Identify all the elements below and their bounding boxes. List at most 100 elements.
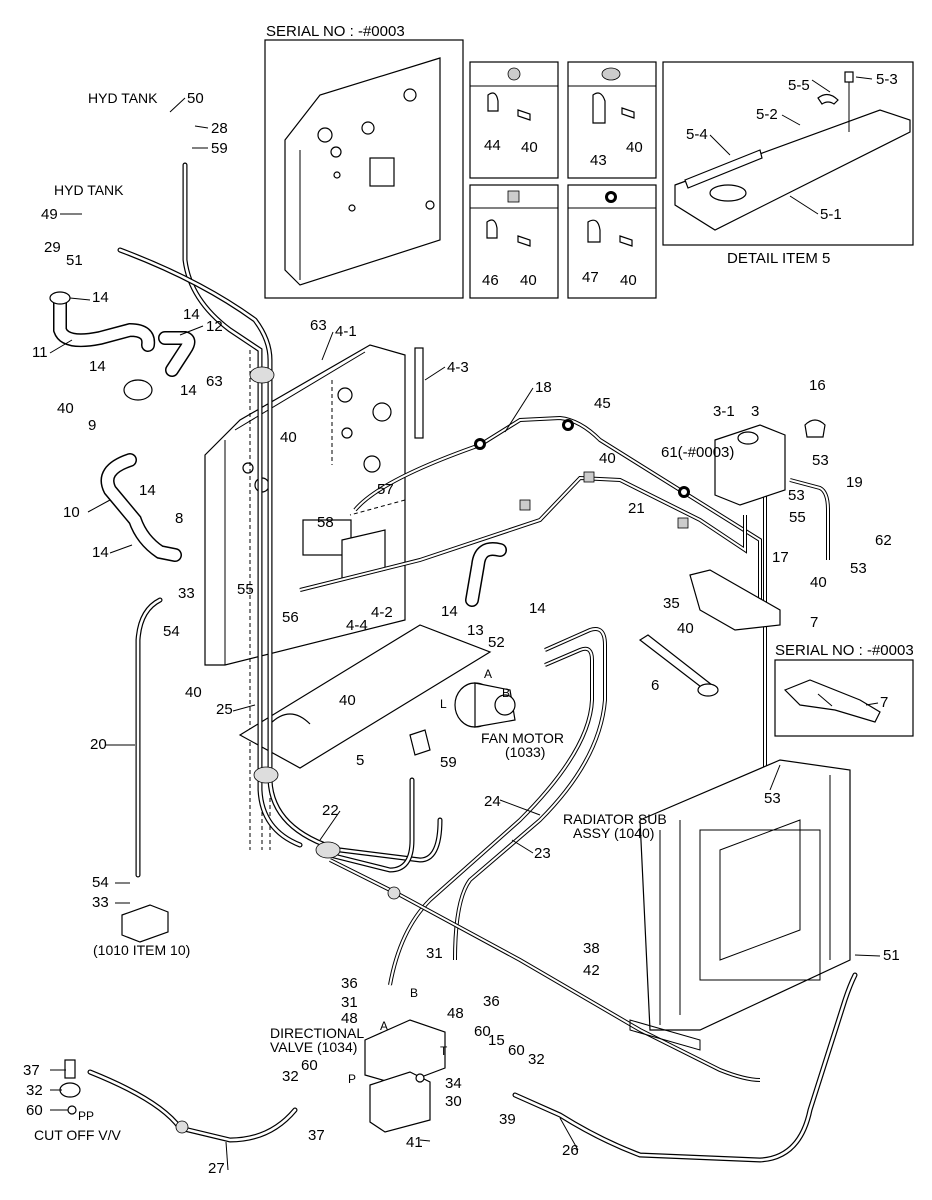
callout-40: 40 [339,692,356,709]
callout-21: 21 [628,500,645,517]
callout-11: 11 [32,344,48,361]
callout-60: 60 [301,1057,318,1074]
callout-40: 40 [810,574,827,591]
bracket-7 [689,569,781,631]
callout-56: 56 [282,609,299,626]
callout-60: 60 [26,1102,43,1119]
callout-14: 14 [441,603,458,620]
callout-9: 9 [88,417,96,434]
callout-45: 45 [594,395,611,412]
callout-14: 14 [183,306,200,323]
ref-1010-label: (1010 ITEM 10) [93,942,190,958]
callout-53: 53 [788,487,805,504]
frame-panel-4-1 [204,344,406,850]
callout-4-3: 4-3 [447,359,469,376]
callout-40: 40 [280,429,297,446]
callout-51: 51 [883,947,900,964]
plate-5 [238,624,492,769]
directional-valve [364,1019,446,1133]
detail-5-2: 5-2 [756,106,778,123]
detail-5-5: 5-5 [788,77,810,94]
callout-34: 34 [445,1075,462,1092]
callout-51: 51 [66,252,83,269]
directional-valve-label-2: VALVE (1034) [270,1039,357,1055]
callout-61: 61(-#0003) [661,444,734,461]
block-1010 [121,904,169,943]
callout-27: 27 [208,1160,225,1177]
callout-22: 22 [322,802,339,819]
callout-10: 10 [63,504,80,521]
fan-motor [409,682,516,756]
callout-24: 24 [484,793,501,810]
hoses [87,162,858,1163]
rubber-hoses [49,291,507,607]
callout-50: 50 [187,90,204,107]
detail-5-1: 5-1 [820,206,842,223]
clamp-4-part: 47 [582,269,599,286]
callout-3: 3 [751,403,759,420]
port-l: L [440,697,447,711]
serial-inset-bottom: SERIAL NO : -#0003 7 [774,642,914,737]
port-a-1: A [484,667,492,681]
callout-33: 33 [178,585,195,602]
callout-59: 59 [211,140,228,157]
callout-63: 63 [310,317,327,334]
callout-31: 31 [341,994,358,1011]
callout-14: 14 [180,382,197,399]
callout-4-2: 4-2 [371,604,393,621]
callout-36: 36 [341,975,358,992]
callout-7: 7 [810,614,818,631]
port-a-2: A [380,1019,388,1033]
callout-42: 42 [583,962,600,979]
callout-12: 12 [206,318,223,335]
callout-31: 31 [426,945,443,962]
hyd-tank-label-2: HYD TANK [54,182,124,198]
callout-48: 48 [341,1010,358,1027]
callout-28: 28 [211,120,228,137]
callout-36: 36 [483,993,500,1010]
callout-39: 39 [499,1111,516,1128]
callout-13: 13 [467,622,484,639]
callout-48: 48 [447,1005,464,1022]
callout-23: 23 [534,845,551,862]
callout-14: 14 [89,358,106,375]
clamp-inset-2: 43 40 [567,61,657,179]
callout-14: 14 [92,289,109,306]
detail-5-3: 5-3 [876,71,898,88]
callout-32: 32 [528,1051,545,1068]
callout-32: 32 [26,1082,43,1099]
clamp-1-bolt: 40 [521,139,538,156]
callout-30: 30 [445,1093,462,1110]
serial-inset-bottom-part: 7 [880,694,888,711]
serial-inset-top-title: SERIAL NO : -#0003 [266,23,405,40]
callout-16: 16 [809,377,826,394]
callout-37: 37 [23,1062,40,1079]
callout-labels: 50 28 59 49 29 51 14 14 12 11 14 14 40 9… [23,90,900,1177]
callout-41: 41 [406,1134,423,1151]
port-t: T [440,1044,448,1058]
clamp-inset-3: 46 40 [469,184,559,299]
clamp-1-part: 44 [484,137,501,154]
callout-25: 25 [216,701,233,718]
callout-49: 49 [41,206,58,223]
callout-17: 17 [772,549,789,566]
cutoff-fittings [59,1059,81,1115]
callout-14: 14 [92,544,109,561]
port-b-2: B [410,986,418,1000]
callout-53: 53 [812,452,829,469]
radiator-sub-assy [629,759,851,1051]
leader-lines [49,97,881,1171]
clamp-markers [175,366,690,1134]
callout-14: 14 [529,600,546,617]
cut-off-label: CUT OFF V/V [34,1127,122,1143]
port-b-1: B [502,686,510,700]
reservoir-3 [714,419,826,506]
callout-37: 37 [308,1127,325,1144]
callout-8: 8 [175,510,183,527]
directional-valve-label: DIRECTIONAL [270,1025,364,1041]
callout-52: 52 [488,634,505,651]
callout-4-1: 4-1 [335,323,357,340]
radiator-label: RADIATOR SUB [563,811,667,827]
callout-33: 33 [92,894,109,911]
